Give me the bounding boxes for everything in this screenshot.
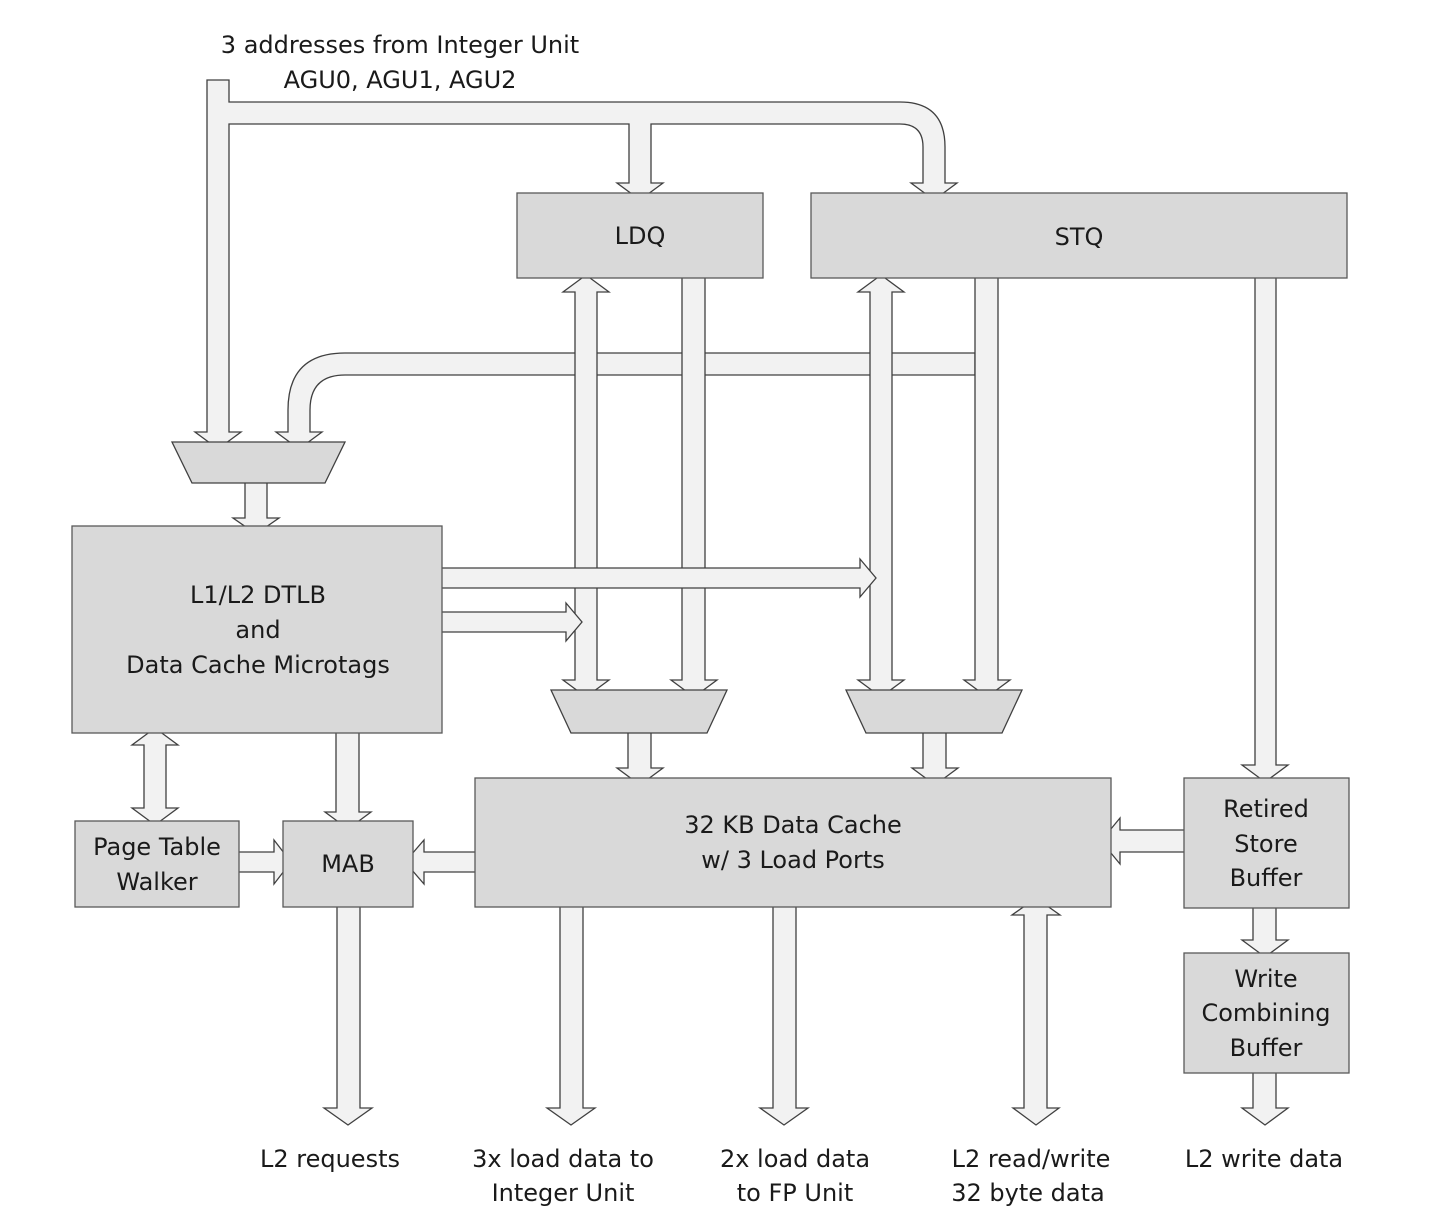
ldq-cache-mux (549, 689, 729, 734)
load-int-label-line2: Integer Unit (492, 1179, 635, 1207)
l2-rw-arrow (1009, 897, 1063, 1126)
l2-rw-label-line2: 32 byte data (951, 1179, 1104, 1207)
load-int-label-line1: 3x load data to (472, 1145, 654, 1173)
address-mux (170, 441, 347, 484)
load-fp-label-line1: 2x load data (720, 1145, 870, 1173)
stq-output-arrow (962, 271, 1012, 698)
retired-buffer-to-cache-arrow (1100, 816, 1191, 866)
dtlb-walker-arrow (130, 727, 180, 826)
l2-rw-label-line1: L2 read/write (952, 1145, 1111, 1173)
wcb-label-line1: Write (1234, 965, 1297, 993)
input-label-line2: AGU0, AGU1, AGU2 (284, 66, 517, 94)
walker-label-line1: Page Table (93, 833, 221, 861)
stq-label: STQ (1055, 223, 1104, 251)
dtlb-block: L1/L2 DTLB and Data Cache Microtags (71, 525, 443, 734)
l2-requests-arrow (321, 902, 375, 1126)
retired-store-buffer-block: Retired Store Buffer (1183, 777, 1350, 909)
ldq-label: LDQ (615, 222, 666, 250)
dtlb-to-stq-mux-arrow (436, 557, 877, 599)
mab-label: MAB (321, 850, 375, 878)
retired-to-wcb-arrow (1240, 902, 1290, 958)
load-fp-label-line2: to FP Unit (737, 1179, 853, 1207)
ldq-block: LDQ (516, 192, 764, 279)
page-table-walker-block: Page Table Walker (74, 820, 240, 908)
dtlb-label-line3: Data Cache Microtags (126, 651, 390, 679)
stq-to-retired-buffer-arrow (1240, 267, 1290, 783)
stq-cache-bus-arrow (856, 274, 906, 698)
dtlb-to-ldq-mux-arrow (436, 601, 583, 643)
load-int-arrow (544, 902, 598, 1126)
walker-label-line2: Walker (116, 868, 197, 896)
stq-cache-mux (844, 689, 1024, 734)
data-cache-label-line2: w/ 3 Load Ports (701, 846, 885, 874)
cache-to-mab-arrow (404, 838, 482, 886)
load-fp-arrow (757, 902, 811, 1126)
ldq-mux-to-cache-arrow (615, 727, 665, 786)
retired-label-line3: Buffer (1230, 864, 1303, 892)
dtlb-label-line2: and (235, 616, 280, 644)
dtlb-to-mab-arrow (323, 728, 373, 830)
mab-block: MAB (282, 820, 414, 908)
l2-requests-label: L2 requests (260, 1145, 400, 1173)
address-bus (193, 79, 959, 450)
retired-label-line1: Retired (1223, 795, 1309, 823)
wcb-label-line2: Combining (1201, 999, 1330, 1027)
write-combining-buffer-block: Write Combining Buffer (1183, 952, 1350, 1074)
retired-label-line2: Store (1234, 830, 1297, 858)
wcb-label-line3: Buffer (1230, 1034, 1303, 1062)
l2-write-label: L2 write data (1185, 1145, 1343, 1173)
data-cache-block: 32 KB Data Cache w/ 3 Load Ports (474, 777, 1112, 908)
dtlb-label-line1: L1/L2 DTLB (190, 581, 326, 609)
ldq-cache-bus-arrow (561, 274, 611, 698)
stq-mux-to-cache-arrow (910, 727, 960, 786)
stq-block: STQ (810, 192, 1348, 279)
data-cache-label-line1: 32 KB Data Cache (684, 811, 902, 839)
queue-replay-bus (274, 352, 976, 450)
ldq-output-arrow (669, 271, 719, 698)
input-label-line1: 3 addresses from Integer Unit (221, 31, 579, 59)
l2-write-arrow (1240, 1067, 1290, 1126)
